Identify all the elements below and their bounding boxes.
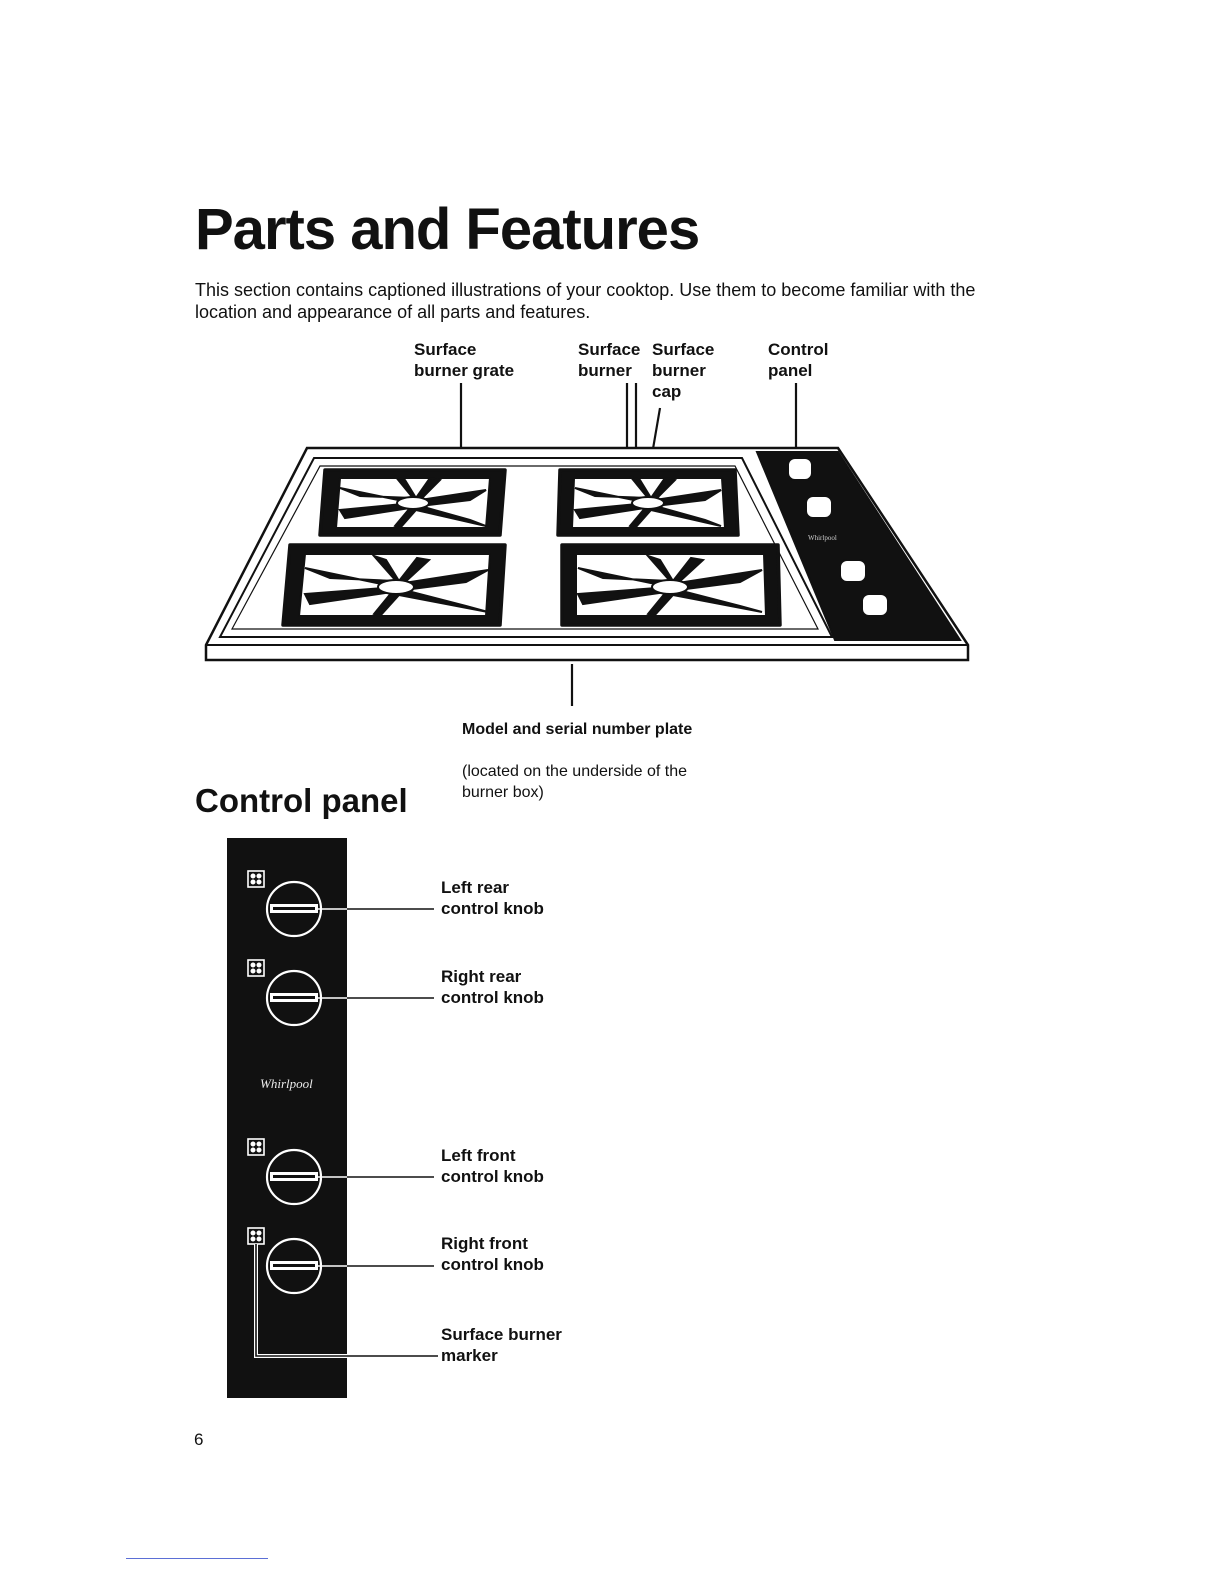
page-number: 6 bbox=[194, 1430, 203, 1450]
label-right-rear-knob: Right rear control knob bbox=[441, 966, 544, 1008]
callout-surface-burner: Surface burner bbox=[578, 339, 640, 381]
cooktop-control-strip bbox=[757, 452, 960, 640]
label-surface-burner-marker: Surface burner marker bbox=[441, 1324, 562, 1366]
label-left-rear-knob: Left rear control knob bbox=[441, 877, 544, 919]
footer-divider bbox=[126, 1558, 268, 1559]
page-title: Parts and Features bbox=[195, 196, 699, 263]
callout-control-panel: Control panel bbox=[768, 339, 828, 381]
svg-text:Whirlpool: Whirlpool bbox=[808, 534, 837, 542]
model-plate-title: Model and serial number plate bbox=[462, 719, 692, 740]
label-right-front-knob: Right front control knob bbox=[441, 1233, 544, 1275]
model-plate-note: (located on the underside of the burner … bbox=[462, 761, 692, 803]
model-plate-callout: Model and serial number plate (located o… bbox=[462, 698, 692, 824]
label-left-front-knob: Left front control knob bbox=[441, 1145, 544, 1187]
control-panel-heading: Control panel bbox=[195, 782, 408, 820]
callout-surface-burner-cap: Surface burner cap bbox=[652, 339, 714, 402]
brand-logo: Whirlpool bbox=[260, 1076, 313, 1092]
callout-surface-burner-grate: Surface burner grate bbox=[414, 339, 514, 381]
intro-paragraph: This section contains captioned illustra… bbox=[195, 279, 995, 323]
